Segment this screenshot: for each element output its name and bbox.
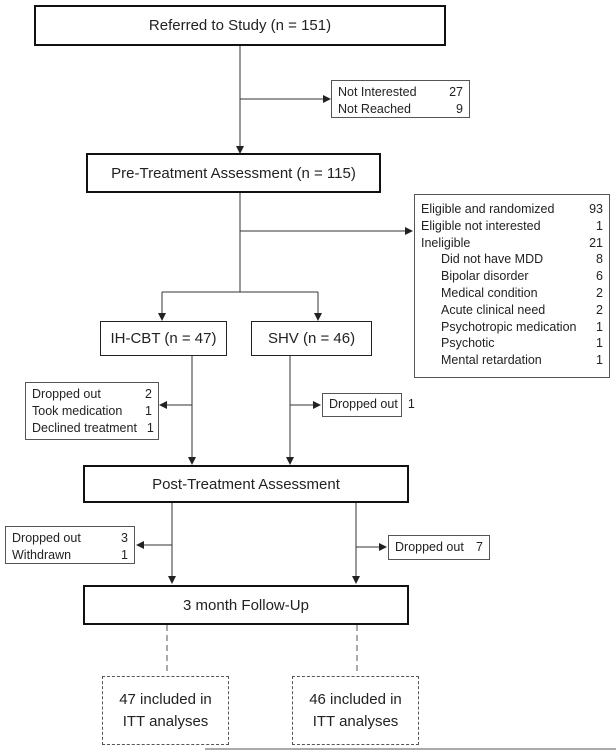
posttreatment-box: Post-Treatment Assessment [83, 465, 409, 503]
arm-shv-box: SHV (n = 46) [251, 321, 372, 356]
arm-ihcbt-box: IH-CBT (n = 47) [100, 321, 227, 356]
itt-shv-label: 46 included in ITT analyses [309, 690, 402, 730]
referred-label: Referred to Study (n = 151) [148, 17, 332, 34]
pretreatment-label: Pre-Treatment Assessment (n = 115) [111, 164, 356, 182]
posttreatment-label: Post-Treatment Assessment [152, 475, 340, 493]
itt-shv-box: 46 included in ITT analyses [292, 676, 419, 745]
pretreatment-box: Pre-Treatment Assessment (n = 115) [86, 153, 381, 193]
itt-ihcbt-box: 47 included in ITT analyses [102, 676, 229, 745]
arm-shv-label: SHV (n = 46) [267, 330, 356, 347]
followup-label: 3 month Follow-Up [183, 596, 309, 614]
referred-box: Referred to Study (n = 151) [34, 5, 446, 46]
itt-ihcbt-label: 47 included in ITT analyses [119, 690, 212, 730]
followup-box: 3 month Follow-Up [83, 585, 409, 625]
arm-ihcbt-label: IH-CBT (n = 47) [110, 330, 217, 347]
